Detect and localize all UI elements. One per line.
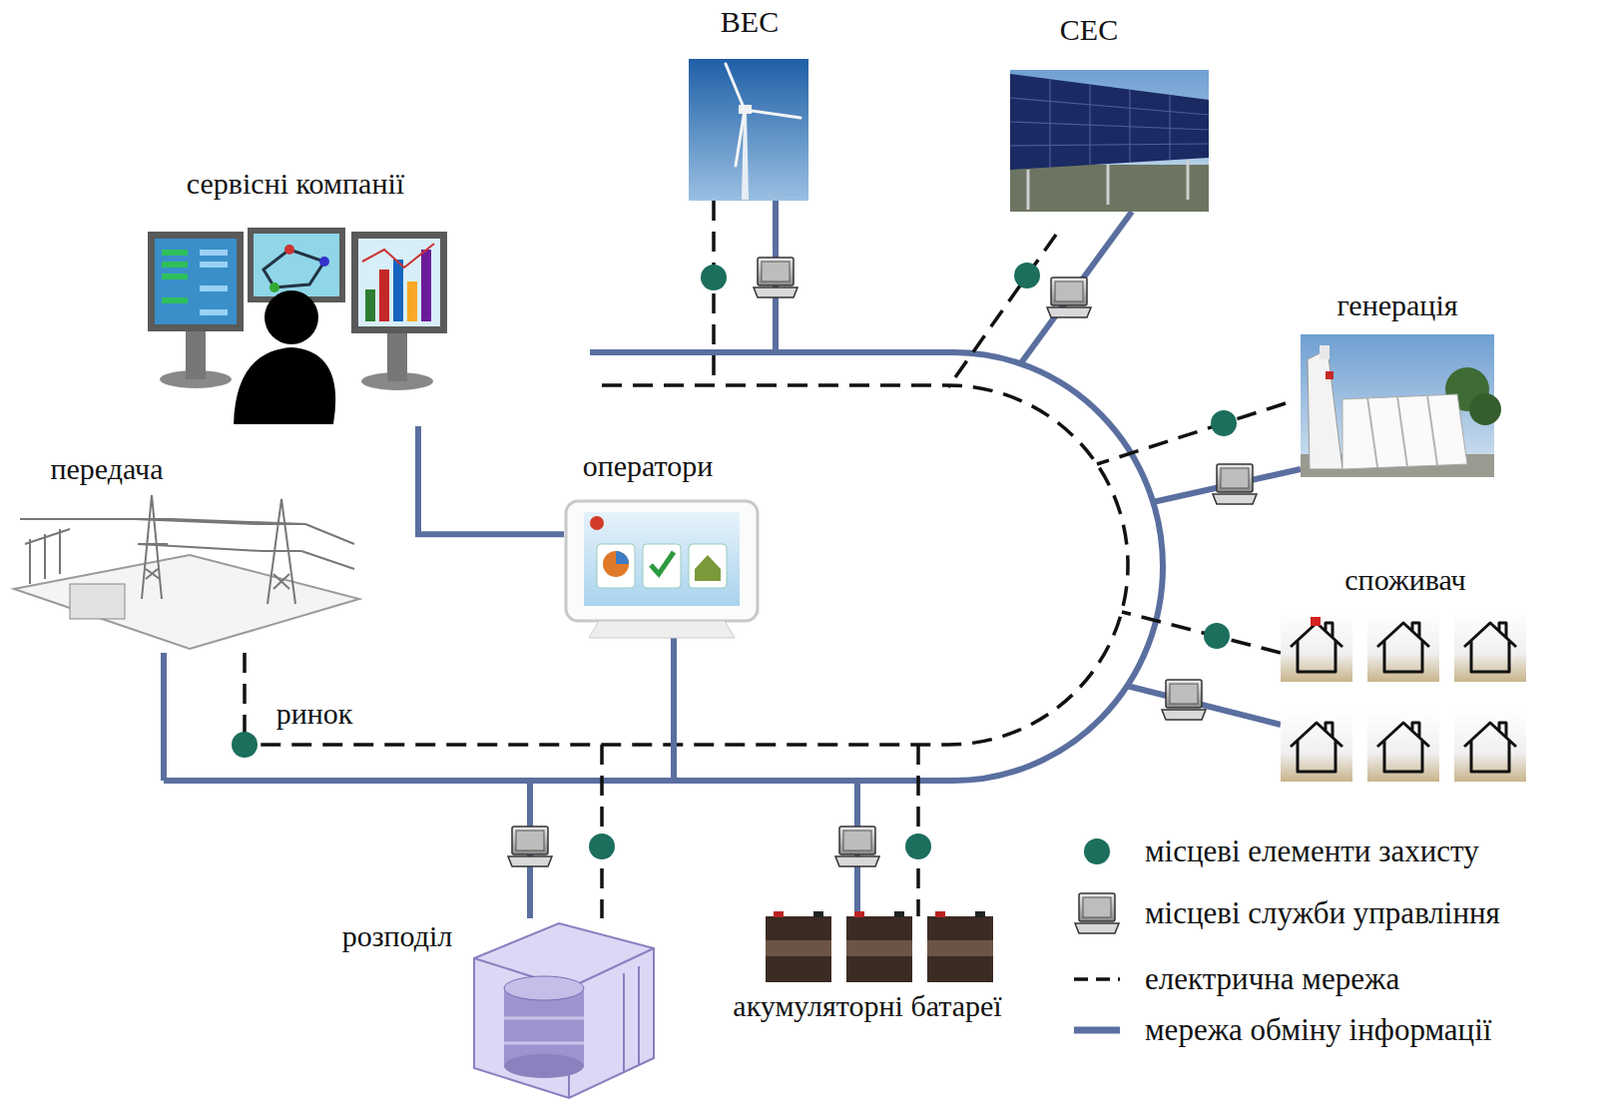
node-label: сервісні компанії: [186, 165, 405, 202]
picture-node: оператори: [563, 446, 760, 638]
node-label: оператори: [582, 448, 714, 485]
label-text: ринок: [276, 695, 354, 732]
picture-node: передача: [9, 449, 363, 653]
node-label: СЕС: [1060, 11, 1118, 48]
legend-text: місцеві елементи захисту: [1144, 832, 1480, 870]
picture-node: генерація: [1300, 285, 1495, 478]
legend-text: мережа обміну інформації: [1144, 1011, 1492, 1049]
info-connector: [418, 426, 564, 534]
node-label: ВЕС: [720, 3, 779, 40]
picture-node: СЕС: [1010, 9, 1209, 212]
legend-text: місцеві служби управління: [1144, 894, 1501, 932]
node-label: передача: [49, 451, 163, 488]
node-label: генерація: [1336, 287, 1458, 324]
legend-text: електрична мережа: [1144, 960, 1400, 998]
node-label: розподіл: [342, 918, 454, 955]
node-label: акумуляторні батареї: [732, 988, 1002, 1025]
picture-node: акумуляторні батареї: [728, 911, 1006, 1027]
picture-node: сервісні компанії: [132, 163, 455, 427]
picture-node: споживач: [1280, 559, 1541, 781]
picture-node: ВЕС: [688, 1, 809, 201]
legend-swatch: [1083, 838, 1110, 865]
picture-node: розподіл: [338, 913, 658, 1102]
node-label: споживач: [1344, 561, 1466, 598]
